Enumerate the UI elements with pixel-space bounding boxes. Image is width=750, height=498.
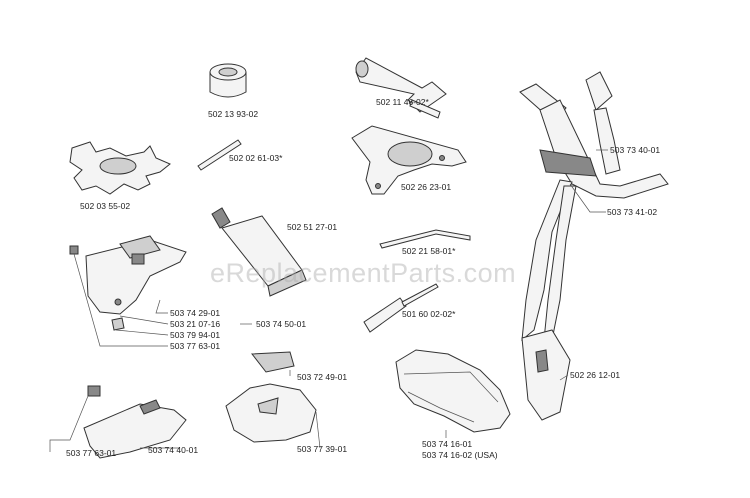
part-number-label: 503 79 94-01 [170, 330, 221, 340]
part-number-label: 503 74 16-01 [422, 439, 473, 449]
rod-drawing [379, 229, 471, 249]
part-number-label: 503 74 29-01 [170, 308, 221, 318]
part-number-label: 503 72 49-01 [297, 372, 348, 382]
part-number-label: 503 74 40-01 [148, 445, 199, 455]
lower-guard-left-drawing [83, 385, 187, 459]
leader-lines [49, 149, 608, 452]
part-number-label: 502 03 55-02 [80, 201, 131, 211]
screwdriver-drawing [363, 283, 439, 333]
watermark: eReplacementParts.com [210, 258, 517, 288]
part-number-label: 503 21 07-16 [170, 319, 221, 329]
grease-tube-drawing [211, 207, 307, 297]
part-number-label: 503 73 40-01 [610, 145, 661, 155]
part-number-label: 502 26 12-01 [570, 370, 621, 380]
trimmer-guard-drawing [69, 235, 187, 331]
part-number-label: 501 60 02-02* [402, 309, 456, 319]
part-number-label: 503 74 50-01 [256, 319, 307, 329]
wrench-drawing [355, 57, 447, 119]
harness-pad-drawing [395, 349, 511, 433]
part-number-label: 502 11 46-02* [376, 97, 429, 107]
part-number-label: 502 51 27-01 [287, 222, 338, 232]
part-number-label: 503 73 41-02 [607, 207, 658, 217]
part-number-label: 502 13 93-02 [208, 109, 259, 119]
pin-drawing [197, 139, 242, 171]
blade-guard-drawing [69, 141, 171, 195]
part-number-label: 502 21 58-01* [402, 246, 456, 256]
part-number-label: 503 74 16-02 (USA) [422, 450, 498, 460]
part-number-label: 502 02 61-03* [229, 153, 283, 163]
part-number-label: 503 77 39-01 [297, 444, 348, 454]
part-number-label: 502 26 23-01 [401, 182, 452, 192]
part-number-label: 503 77 63-01 [170, 341, 221, 351]
harness-drawing [519, 71, 669, 421]
lower-guard-mid-drawing [225, 351, 317, 443]
support-cup-drawing [351, 125, 467, 195]
spool-ring-drawing [209, 63, 247, 98]
part-number-label: 503 77 63-01 [66, 448, 117, 458]
